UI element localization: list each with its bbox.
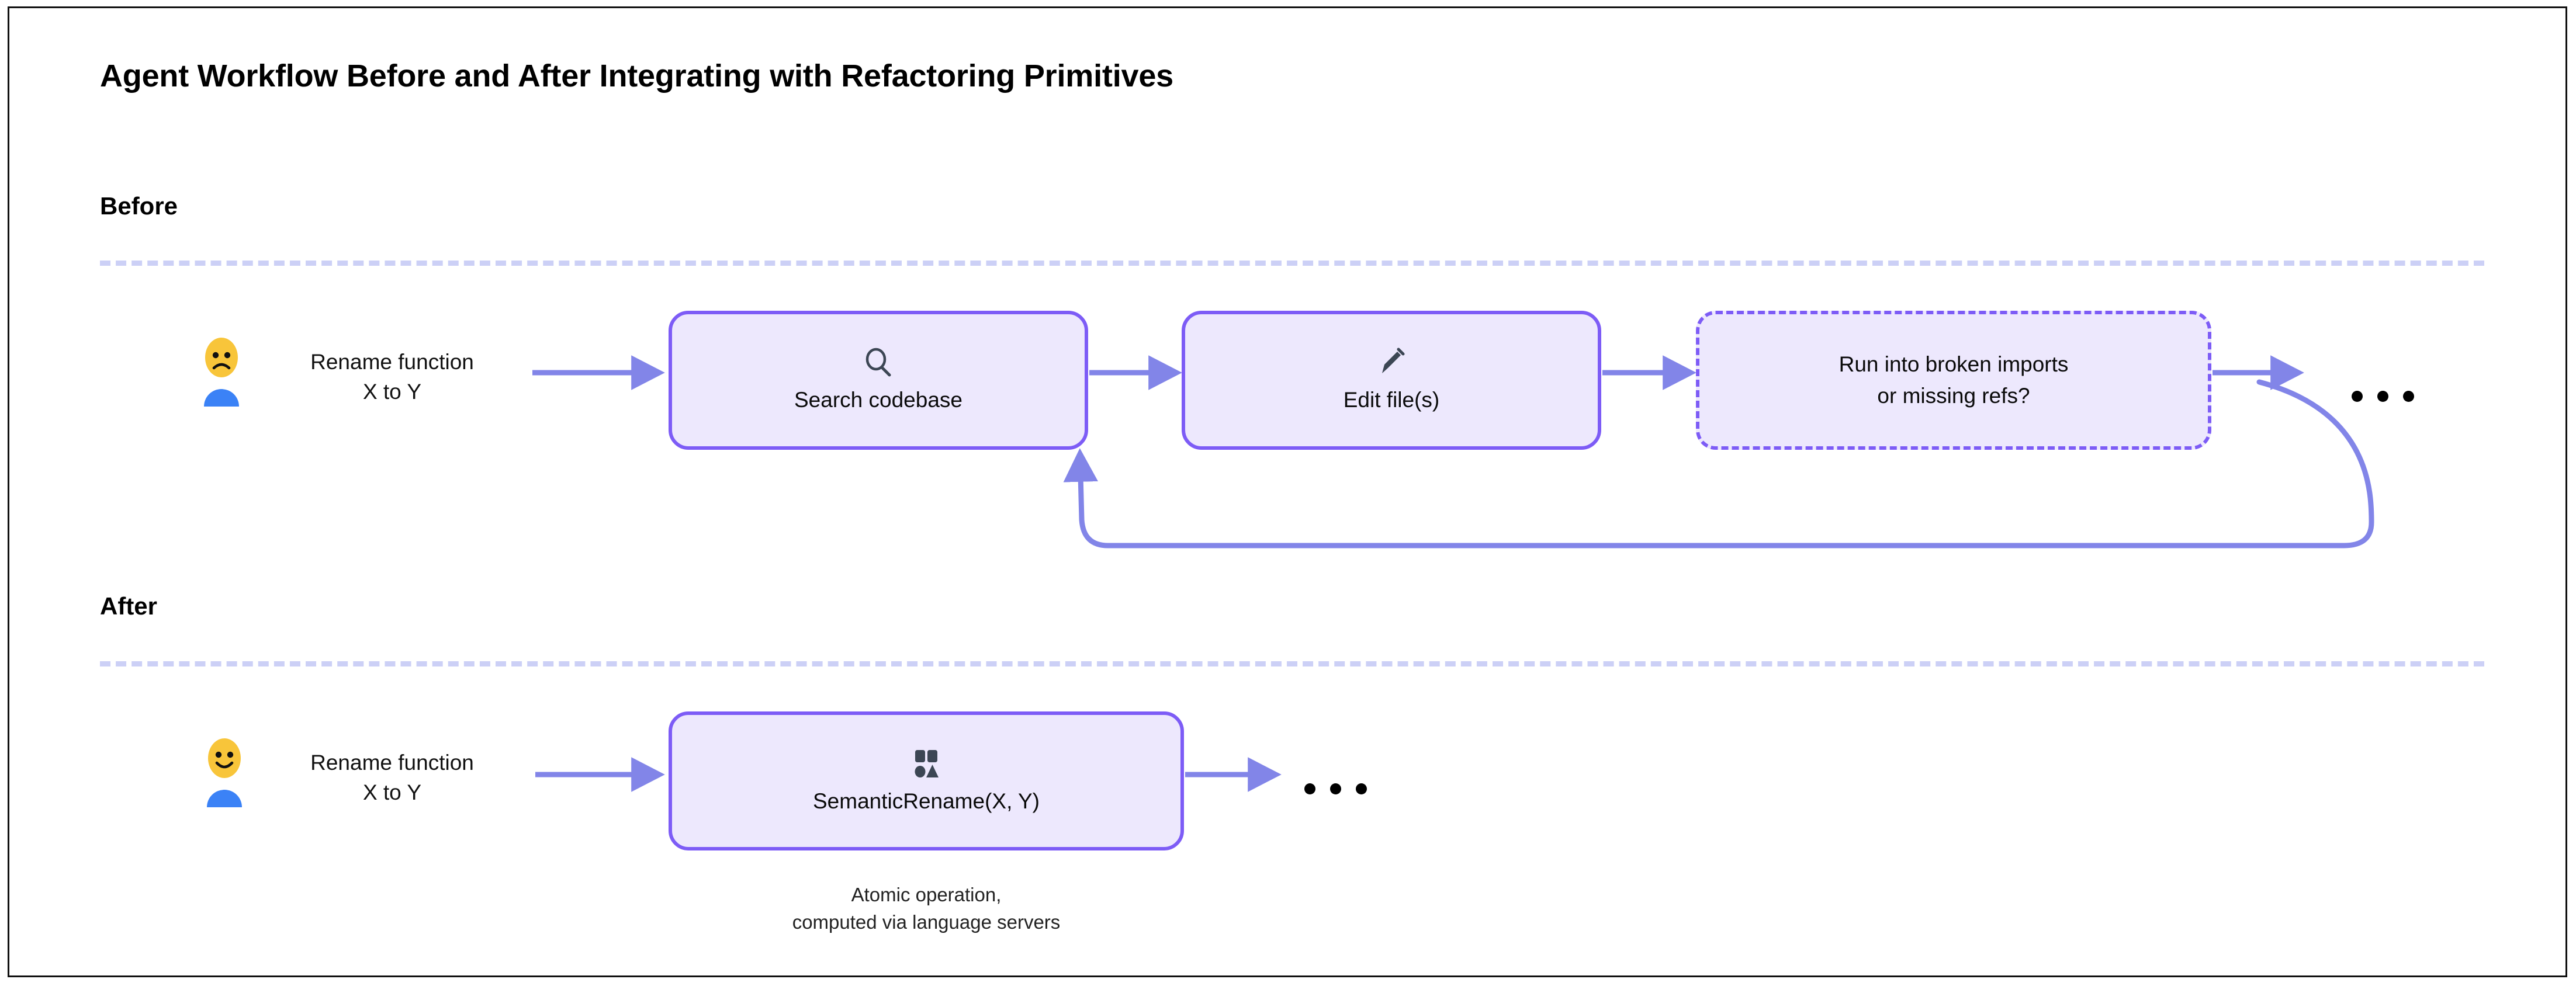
diagram-frame: Agent Workflow Before and After Integrat… bbox=[8, 6, 2567, 977]
section-divider-after bbox=[100, 661, 2484, 666]
happy-person-icon bbox=[207, 738, 242, 807]
node-semantic-rename-label: SemanticRename(X, Y) bbox=[813, 789, 1040, 813]
user-request-before: Rename function X to Y bbox=[266, 347, 518, 407]
ellipsis-before bbox=[2352, 391, 2414, 402]
user-request-line2: X to Y bbox=[362, 380, 422, 404]
section-label-before: Before bbox=[100, 192, 178, 220]
section-label-after: After bbox=[100, 592, 158, 620]
node-semantic-rename-caption: Atomic operation, computed via language … bbox=[792, 884, 1061, 933]
sad-person-icon bbox=[204, 338, 239, 407]
node-broken-imports-label: Run into broken imports or missing refs? bbox=[1838, 352, 2069, 408]
user-request-after-line1: Rename function bbox=[310, 751, 474, 775]
node-edit-files[interactable]: Edit file(s) bbox=[1182, 311, 1601, 450]
node-edit-files-label: Edit file(s) bbox=[1343, 387, 1440, 412]
user-request-line1: Rename function bbox=[310, 350, 474, 374]
node-broken-imports[interactable]: Run into broken imports or missing refs? bbox=[1696, 311, 2211, 450]
section-divider-before bbox=[100, 261, 2484, 266]
node-semantic-rename[interactable]: SemanticRename(X, Y) bbox=[669, 711, 1184, 850]
user-request-after: Rename function X to Y bbox=[266, 748, 518, 807]
shapes-icon bbox=[915, 749, 939, 777]
node-search-codebase-label: Search codebase bbox=[794, 387, 962, 412]
pencil-icon bbox=[1382, 348, 1405, 373]
search-icon bbox=[865, 348, 891, 377]
ellipsis-after bbox=[1304, 783, 1367, 794]
node-search-codebase[interactable]: Search codebase bbox=[669, 311, 1088, 450]
connector-layer bbox=[532, 355, 2374, 792]
page-title: Agent Workflow Before and After Integrat… bbox=[100, 58, 1173, 93]
user-request-after-line2: X to Y bbox=[362, 780, 422, 805]
